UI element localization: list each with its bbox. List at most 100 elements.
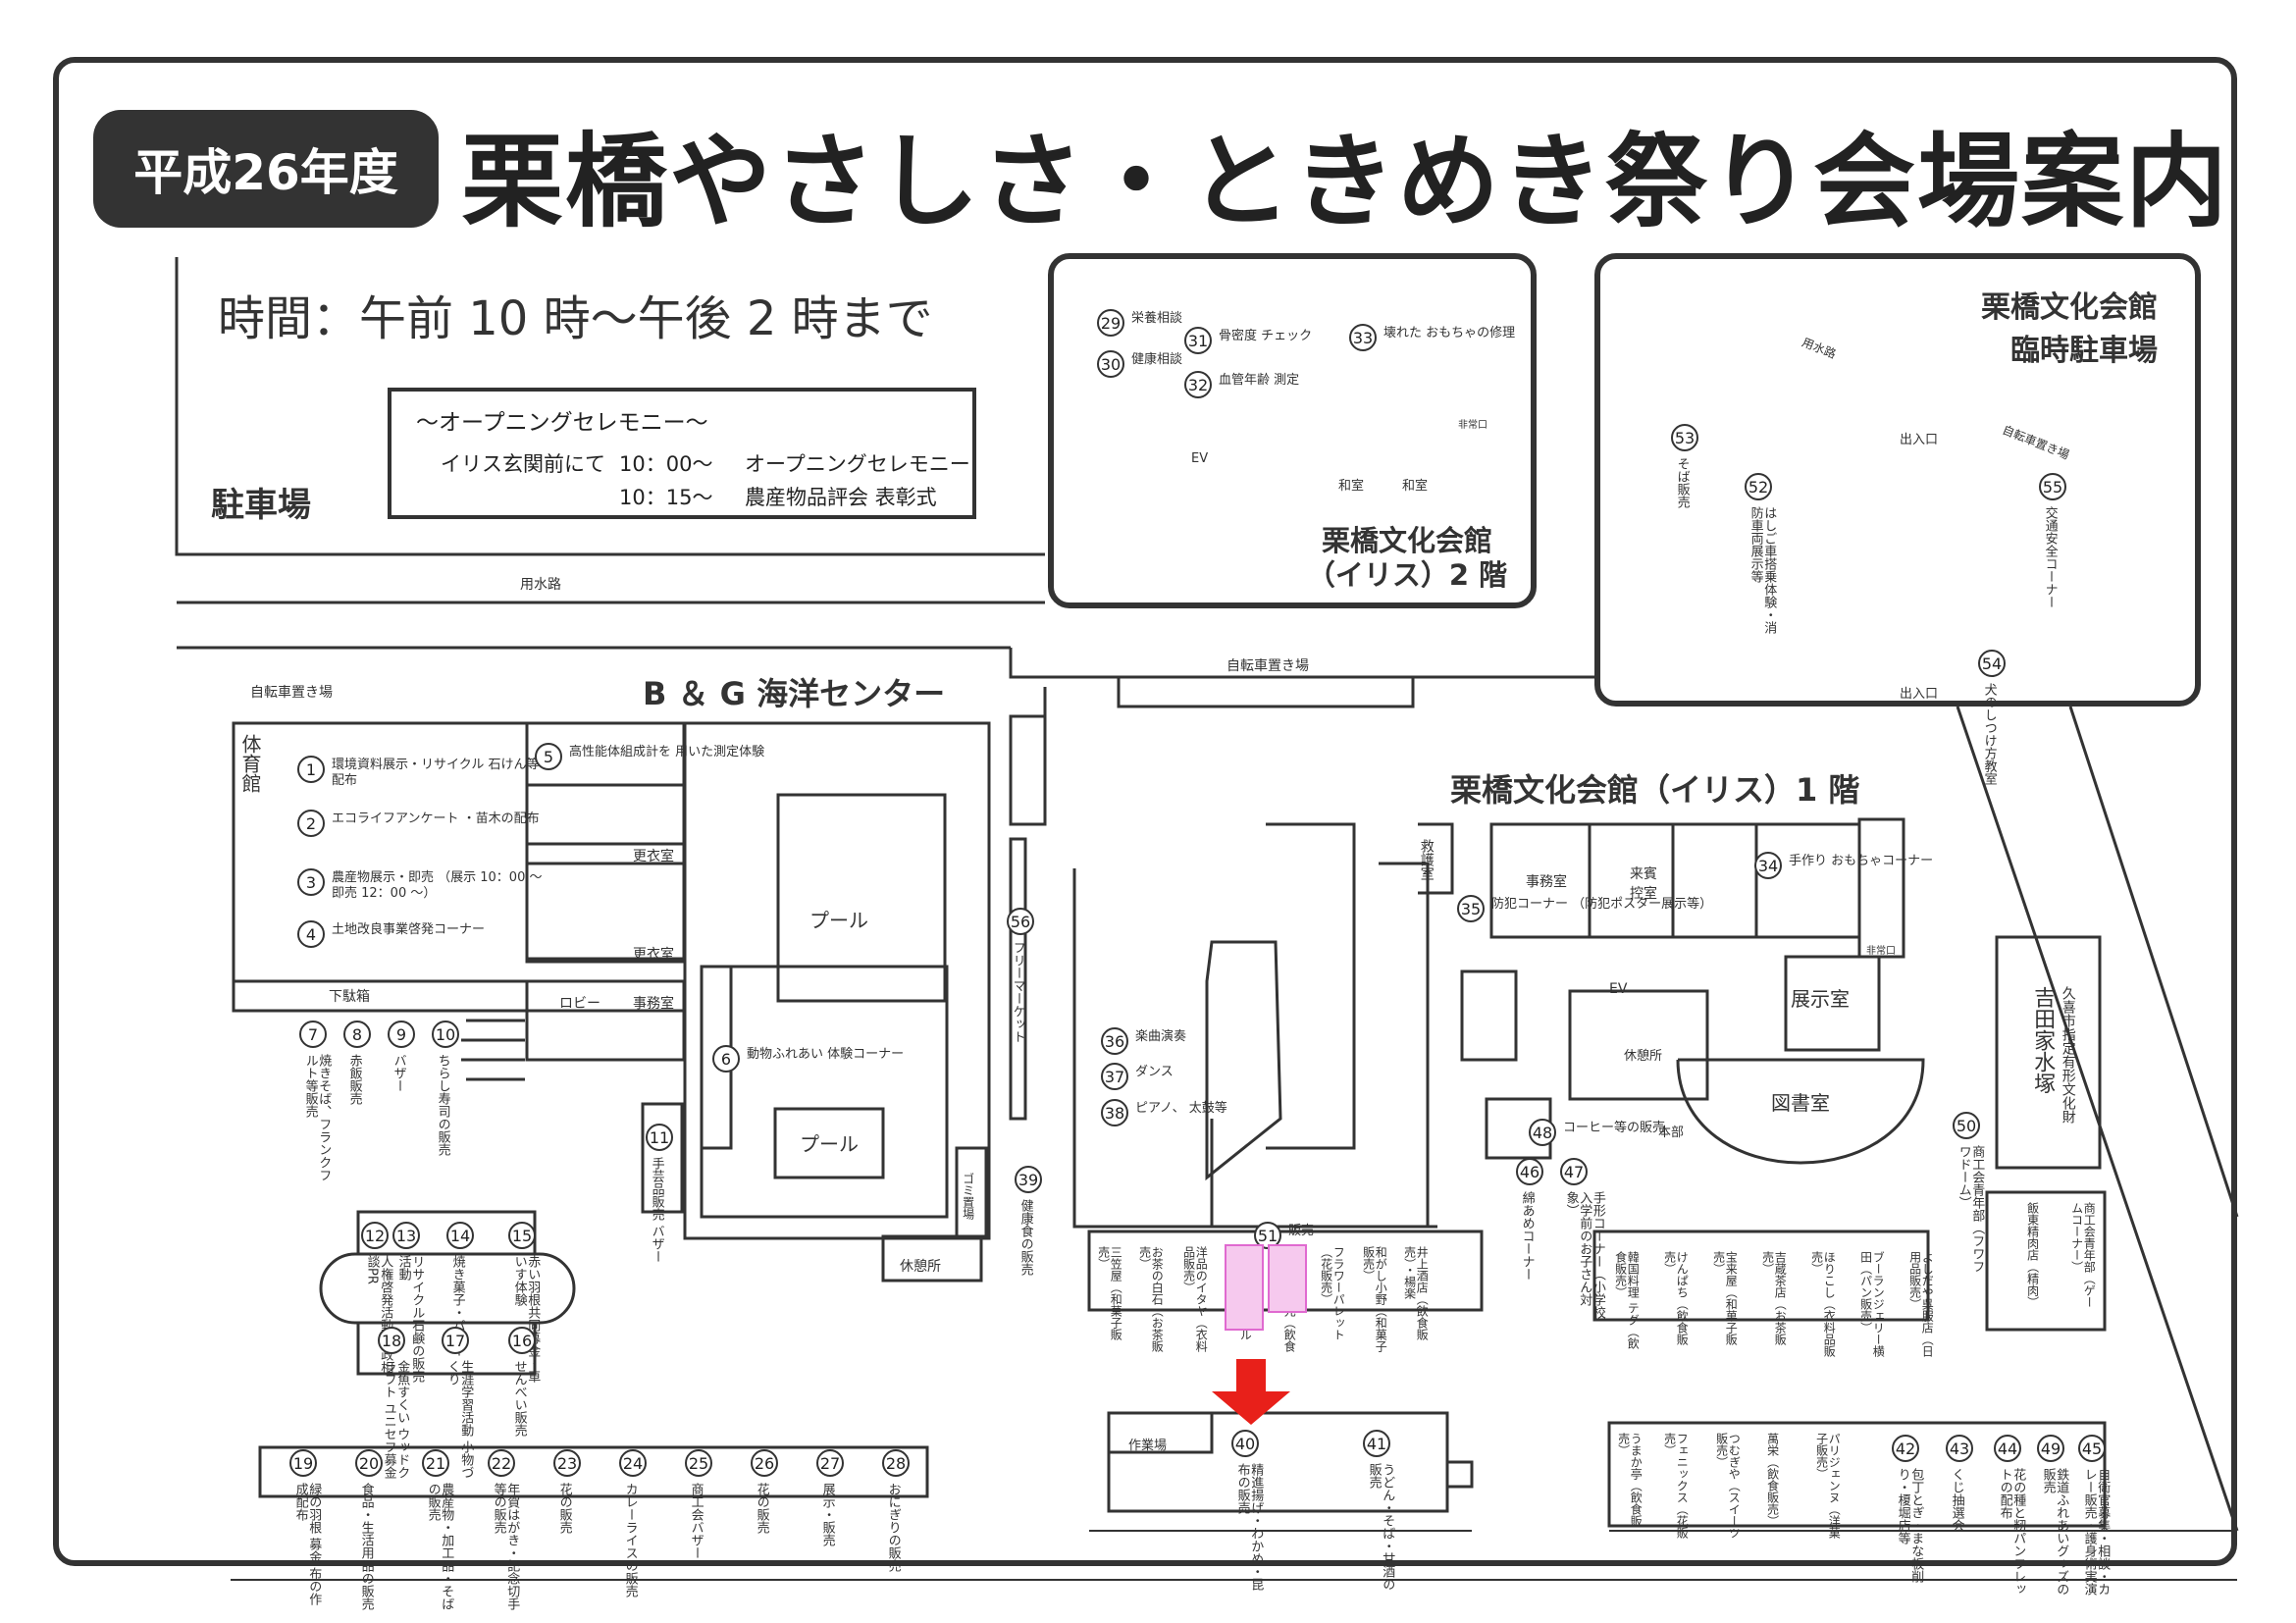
event-time: 時間：午前 10 時～午後 2 時まで bbox=[218, 291, 933, 346]
booth-number-33: 33 bbox=[1349, 324, 1377, 351]
booth-label-4: 土地改良事業啓発コーナー bbox=[332, 922, 486, 937]
booth-number-11: 11 bbox=[646, 1124, 673, 1151]
stall-51-20: つむぎや（スイーツ販売） bbox=[1714, 1433, 1742, 1539]
booth-label-56: フリーマーケット bbox=[1010, 941, 1025, 1043]
booth-number-54: 54 bbox=[1978, 650, 2006, 677]
booth-number-2: 2 bbox=[297, 810, 325, 837]
booth-number-16: 16 bbox=[508, 1327, 536, 1354]
booth-number-23: 23 bbox=[553, 1449, 581, 1477]
booth-number-49: 49 bbox=[2037, 1435, 2064, 1462]
booth-label-23: 花の販売 bbox=[556, 1483, 572, 1534]
booth-number-3: 3 bbox=[297, 868, 325, 896]
booth-label-49: 鉄道ふれあいグッズの販売 bbox=[2040, 1468, 2069, 1596]
temp-parking-inset: 栗橋文化会館 臨時駐車場 出入口 出入口 用水路 自転車置き場 bbox=[1594, 253, 2201, 707]
stall-51-3: 洋品のイタヤ（衣料品販売） bbox=[1181, 1246, 1209, 1352]
booth-label-40: 精進揚げ・わかめ・昆布の販売 bbox=[1234, 1463, 1264, 1591]
workroom-label: 作業場 bbox=[1128, 1439, 1168, 1453]
booth-label-25: 商工会バザー bbox=[688, 1483, 704, 1559]
stall-51-22: パリジェンヌ（洋菓子販売） bbox=[1814, 1433, 1842, 1539]
bike-parking-label-2: 自転車置き場 bbox=[1226, 658, 1309, 674]
booth-label-39: 健康食の販売 bbox=[1018, 1199, 1033, 1276]
booth-number-22: 22 bbox=[488, 1449, 515, 1477]
exhibition-room: 展示室 bbox=[1791, 987, 1850, 1011]
booth-number-42: 42 bbox=[1892, 1435, 1919, 1462]
opening-event-2: 農産物品評会 表彰式 bbox=[745, 486, 937, 509]
vip-room: 来賓控室 bbox=[1630, 866, 1657, 902]
booth-label-9: バザー bbox=[391, 1054, 406, 1092]
booth-label-33: 壊れた おもちゃの修理 bbox=[1383, 326, 1516, 340]
bg-center-label: B ＆ G 海洋センター bbox=[643, 675, 946, 712]
booth-number-14: 14 bbox=[446, 1222, 474, 1249]
gym-label: 体育館 bbox=[238, 734, 262, 793]
booth-number-24: 24 bbox=[619, 1449, 647, 1477]
booth-label-18: 金魚すくい ウッドクラフト ユニセフ募金 bbox=[381, 1360, 410, 1480]
location-arrow bbox=[1212, 1359, 1290, 1425]
stall-51-13: ほりこし（衣料品販売） bbox=[1809, 1251, 1837, 1357]
booth-label-47: 手形コーナー（小学校入学前のお子さん対象） bbox=[1563, 1191, 1605, 1319]
booth-number-28: 28 bbox=[882, 1449, 910, 1477]
iris-1f-title: 栗橋文化会館（イリス）1 階 bbox=[1450, 771, 1860, 809]
opening-event-1: オープニングセレモニー bbox=[745, 452, 970, 476]
washitsu-1: 和室 bbox=[1338, 479, 1365, 494]
booth-number-8: 8 bbox=[343, 1021, 371, 1048]
booth-number-41: 41 bbox=[1363, 1430, 1390, 1457]
booth-number-13: 13 bbox=[392, 1222, 420, 1249]
booth-label-30: 健康相談 bbox=[1131, 352, 1183, 367]
booth-number-4: 4 bbox=[297, 920, 325, 948]
booth-label-48: コーヒー等の販売 bbox=[1563, 1121, 1666, 1135]
booth-number-55: 55 bbox=[2039, 473, 2066, 500]
stall-51-18: うまか亭（飲食販売） bbox=[1616, 1433, 1644, 1527]
booth-label-28: おにぎりの販売 bbox=[885, 1483, 901, 1572]
yoshida-note: 久喜市指定有形文化財 bbox=[2060, 986, 2076, 1124]
stall-51-1: 三笠屋（和菓子販売） bbox=[1096, 1246, 1123, 1340]
booth-number-20: 20 bbox=[355, 1449, 383, 1477]
booth-label-13: リサイクル石鹸の販売活動 bbox=[395, 1255, 425, 1383]
booth-number-30: 30 bbox=[1097, 350, 1124, 378]
yoshida-mizuka: 吉田家水塚 bbox=[2030, 986, 2056, 1094]
booth-number-7: 7 bbox=[299, 1021, 327, 1048]
stall-51-6: フラワーパレット（花販売） bbox=[1319, 1246, 1346, 1340]
booth-number-34: 34 bbox=[1754, 852, 1782, 879]
booth-number-52: 52 bbox=[1745, 473, 1772, 500]
highlighted-stall bbox=[1225, 1244, 1264, 1331]
opening-ceremony-box: ～オープニングセレモニー～ イリス玄関前にて 10：00～ オープニングセレモニ… bbox=[388, 388, 976, 519]
entrance-label-1: 出入口 bbox=[1900, 433, 1939, 447]
booth-number-37: 37 bbox=[1101, 1063, 1128, 1090]
booth-label-22: 年賀はがき・記念切手等の販売 bbox=[491, 1483, 520, 1610]
bg-office-label: 事務室 bbox=[633, 996, 674, 1012]
stall-51-19: フェニックス（花販売） bbox=[1662, 1433, 1690, 1539]
booth-label-53: そば販売 bbox=[1674, 457, 1690, 508]
locker-room-1: 更衣室 bbox=[633, 849, 674, 864]
garbage-label: ゴミ置場 bbox=[961, 1173, 975, 1220]
booth-label-41: うどん・そば・甘酒の販売 bbox=[1366, 1463, 1395, 1591]
booth-label-21: 農産物・加工品・そばの販売 bbox=[425, 1483, 454, 1610]
booth-number-56: 56 bbox=[1007, 908, 1034, 935]
booth-number-35: 35 bbox=[1457, 895, 1485, 922]
opening-place: イリス玄関前にて bbox=[441, 452, 605, 476]
booth-number-32: 32 bbox=[1184, 371, 1212, 398]
booth-number-45: 45 bbox=[2078, 1435, 2106, 1462]
booth-label-43: くじ抽選会 bbox=[1949, 1468, 1964, 1532]
stall-51-14: ブーランジェリー横田（パン販売） bbox=[1858, 1251, 1886, 1357]
stall-51-16: 商工会青年部（ゲームコーナー） bbox=[2069, 1202, 2097, 1308]
booth-number-19: 19 bbox=[289, 1449, 317, 1477]
bike-parking-label: 自転車置き場 bbox=[250, 685, 333, 701]
booth-label-2: エコライフアンケート ・苗木の配布 bbox=[332, 812, 540, 826]
booth-label-26: 花の販売 bbox=[754, 1483, 769, 1534]
iris-2f-title: 栗橋文化会館（イリス）2 階 bbox=[1306, 524, 1508, 592]
page-title: 栗橋やさしさ・ときめき祭り会場案内 bbox=[461, 122, 2230, 241]
booth-number-43: 43 bbox=[1946, 1435, 1973, 1462]
booth-number-48: 48 bbox=[1529, 1119, 1556, 1146]
stall-51-8: 井上酒店（飲食販売）・楊楽 bbox=[1402, 1246, 1430, 1340]
stall-51-21: 萬栄（飲食販売） bbox=[1765, 1433, 1780, 1527]
booth-number-40: 40 bbox=[1231, 1430, 1259, 1457]
first-aid-room: 救護室 bbox=[1418, 839, 1435, 880]
booth-number-25: 25 bbox=[685, 1449, 712, 1477]
office-room: 事務室 bbox=[1526, 874, 1567, 890]
canal-label: 用水路 bbox=[520, 577, 561, 593]
booth-number-18: 18 bbox=[378, 1327, 405, 1354]
highlighted-stall-2 bbox=[1268, 1244, 1307, 1313]
locker-room-2: 更衣室 bbox=[633, 947, 674, 963]
headquarters: 本部 bbox=[1658, 1126, 1685, 1140]
opening-time-1: 10：00～ bbox=[619, 452, 713, 476]
